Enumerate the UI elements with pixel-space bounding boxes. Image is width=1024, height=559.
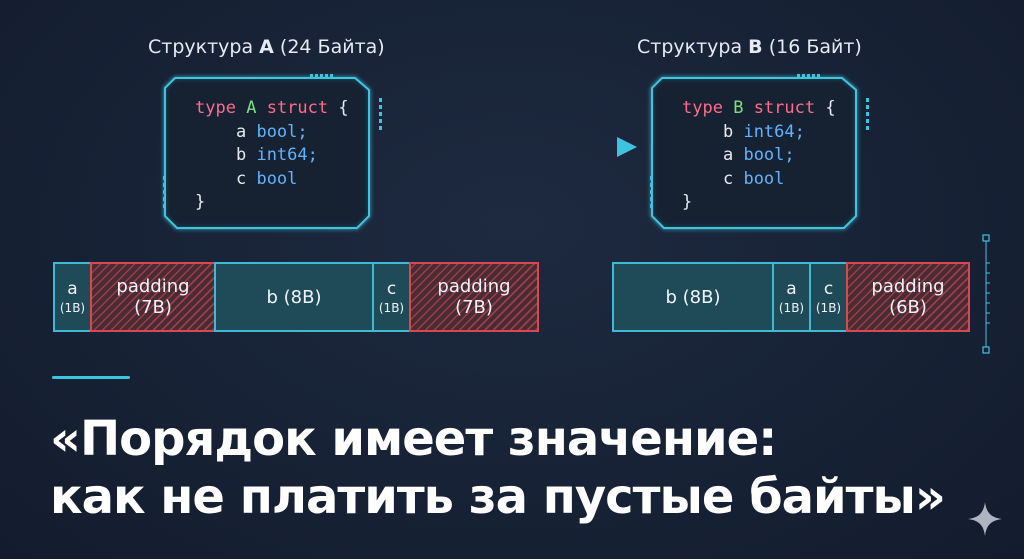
code-keyword: struct bbox=[753, 98, 816, 118]
struct-b-title: Структура B (16 Байт) bbox=[637, 36, 862, 58]
sparkle-icon bbox=[968, 502, 1002, 536]
code-brace: { bbox=[338, 98, 349, 118]
field-name: c bbox=[235, 168, 247, 189]
struct-a-code-card: type A struct { a bool; b int64; c bool … bbox=[163, 74, 387, 229]
code-keyword: struct bbox=[266, 98, 329, 118]
memory-cell-b: b (8B) bbox=[214, 262, 374, 332]
memory-cell-a: a (1B) bbox=[53, 262, 92, 332]
code-type-name: A bbox=[246, 98, 257, 118]
cell-size: (1B) bbox=[59, 300, 86, 315]
field-name: c bbox=[722, 168, 734, 189]
struct-a-title-prefix: Структура bbox=[148, 36, 260, 58]
code-keyword: type bbox=[195, 98, 236, 118]
field-type: bool; bbox=[256, 121, 308, 142]
memory-cell-padding: padding (7B) bbox=[90, 262, 216, 332]
struct-b-code: type B struct { b int64; a bool; c bool … bbox=[682, 97, 836, 215]
struct-a-memory-layout: a (1B) padding (7B) b (8B) c (1B) paddin… bbox=[53, 262, 539, 332]
field-type: bool; bbox=[743, 145, 795, 165]
struct-b-title-name: B bbox=[748, 36, 763, 58]
cell-label: padding bbox=[437, 276, 511, 297]
cell-label: c bbox=[823, 278, 834, 299]
struct-b-title-suffix: (16 Байт) bbox=[762, 36, 862, 58]
struct-b-title-prefix: Структура bbox=[637, 36, 749, 58]
field-type: bool bbox=[743, 168, 785, 189]
cell-size: (7B) bbox=[134, 297, 172, 318]
code-brace: } bbox=[682, 192, 693, 212]
headline: «Порядок имеет значение: как не платить … bbox=[50, 410, 946, 526]
struct-b-code-card: type B struct { b int64; a bool; c bool … bbox=[650, 74, 874, 229]
ruler-icon bbox=[982, 234, 990, 354]
field-type: int64; bbox=[743, 121, 805, 142]
cell-label: b (8B) bbox=[665, 286, 721, 308]
code-keyword: type bbox=[682, 98, 723, 118]
struct-a-title-name: A bbox=[259, 36, 274, 58]
struct-a-code: type A struct { a bool; b int64; c bool … bbox=[195, 97, 349, 215]
cell-size: (1B) bbox=[778, 300, 805, 315]
field-name: a bbox=[722, 145, 734, 165]
cell-size: (1B) bbox=[815, 300, 842, 315]
accent-divider bbox=[52, 376, 130, 379]
field-name: b bbox=[722, 121, 734, 142]
cell-label: c bbox=[386, 278, 397, 299]
struct-a-title: Структура A (24 Байта) bbox=[148, 36, 385, 58]
memory-cell-padding: padding (6B) bbox=[846, 262, 970, 332]
headline-line-2: как не платить за пустые байты» bbox=[50, 469, 946, 525]
memory-cell-a: a (1B) bbox=[772, 262, 811, 332]
struct-a-title-suffix: (24 Байта) bbox=[273, 36, 385, 58]
cell-label: a bbox=[67, 278, 78, 299]
memory-cell-b: b (8B) bbox=[612, 262, 774, 332]
memory-cell-c: c (1B) bbox=[372, 262, 411, 332]
code-brace: { bbox=[825, 98, 836, 118]
headline-line-1: «Порядок имеет значение: bbox=[50, 411, 777, 467]
arrow-right-icon bbox=[405, 137, 637, 157]
cell-size: (1B) bbox=[378, 300, 405, 315]
cell-size: (7B) bbox=[455, 297, 493, 318]
code-card-frame bbox=[163, 74, 382, 229]
cell-label: a bbox=[786, 278, 797, 299]
field-type: int64; bbox=[256, 145, 318, 165]
struct-b-memory-layout: b (8B) a (1B) c (1B) padding (6B) bbox=[612, 262, 970, 332]
cell-label: padding bbox=[871, 276, 945, 297]
cell-label: b (8B) bbox=[266, 286, 322, 308]
field-type: bool bbox=[256, 168, 298, 189]
code-brace: } bbox=[195, 192, 206, 212]
memory-cell-padding: padding (7B) bbox=[409, 262, 539, 332]
cell-label: padding bbox=[116, 276, 190, 297]
code-card-frame bbox=[650, 74, 869, 229]
memory-cell-c: c (1B) bbox=[809, 262, 848, 332]
field-name: a bbox=[235, 121, 247, 142]
cell-size: (6B) bbox=[889, 297, 927, 318]
code-type-name: B bbox=[733, 98, 744, 118]
field-name: b bbox=[235, 145, 247, 165]
